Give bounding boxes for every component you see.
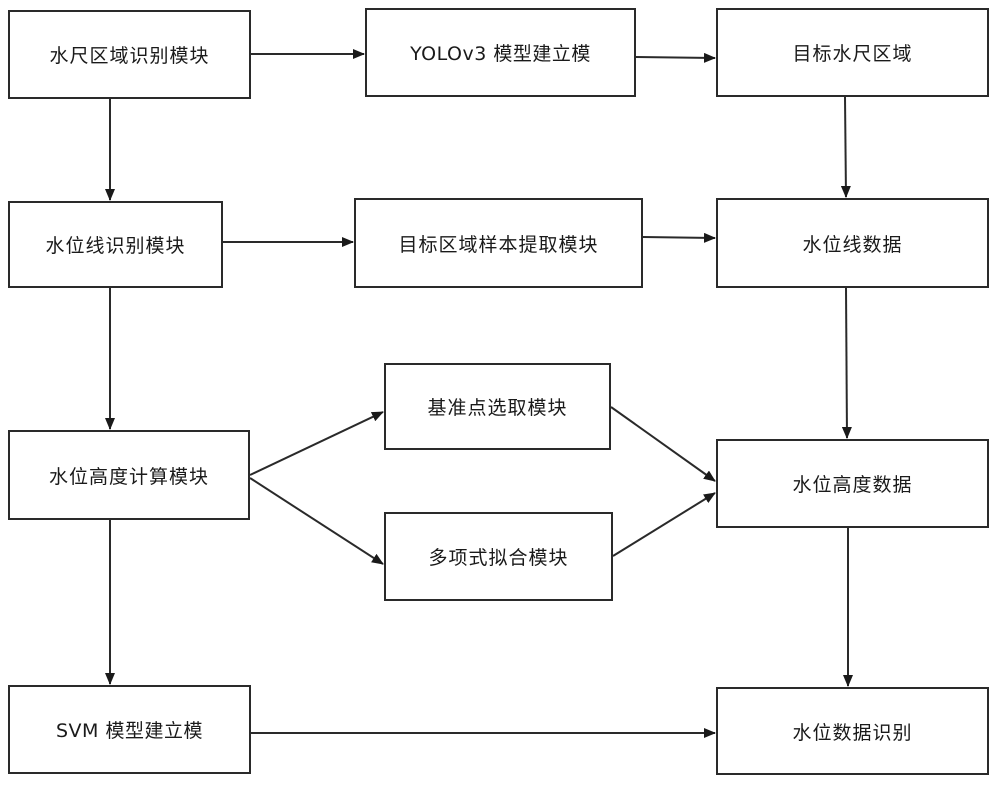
- node-reference-point-selection-module: 基准点选取模块: [384, 363, 611, 450]
- node-water-level-data-recognition: 水位数据识别: [716, 687, 989, 775]
- edge-n5-n6: [642, 232, 716, 243]
- edge-n8-n10: [610, 406, 716, 482]
- node-target-region-sample-extraction-module: 目标区域样本提取模块: [354, 198, 643, 288]
- node-polynomial-fitting-module: 多项式拟合模块: [384, 512, 613, 601]
- edge-n9-n10: [612, 492, 716, 557]
- node-label: SVM 模型建立模: [56, 720, 203, 742]
- node-label: 多项式拟合模块: [428, 547, 569, 569]
- node-label: 水位线数据: [802, 233, 903, 256]
- node-label: 水位数据识别: [792, 721, 913, 744]
- node-svm-model-building: SVM 模型建立模: [8, 685, 251, 774]
- node-label: 水位高度数据: [792, 474, 913, 496]
- node-label: 基准点选取模块: [427, 397, 568, 419]
- edge-n2-n3: [635, 52, 716, 63]
- edge-n7-n8: [249, 411, 384, 476]
- node-water-level-height-data: 水位高度数据: [716, 439, 989, 528]
- node-label: 水尺区域识别模块: [49, 45, 210, 67]
- edge-n7-n9: [249, 477, 384, 565]
- node-water-line-recognition-module: 水位线识别模块: [8, 201, 223, 288]
- edge-n6-n10: [841, 287, 852, 439]
- node-label: 水位线识别模块: [45, 235, 186, 257]
- node-label: 水位高度计算模块: [48, 465, 209, 488]
- node-label: 目标区域样本提取模块: [398, 233, 599, 256]
- node-label: YOLOv3 模型建立模: [410, 43, 591, 65]
- node-label: 目标水尺区域: [792, 43, 913, 65]
- node-target-water-gauge-region: 目标水尺区域: [716, 8, 989, 97]
- node-yolov3-model-building: YOLOv3 模型建立模: [365, 8, 636, 97]
- node-water-gauge-region-recognition-module: 水尺区域识别模块: [8, 10, 251, 99]
- edge-n3-n6: [840, 96, 851, 198]
- node-water-line-data: 水位线数据: [716, 198, 989, 288]
- node-water-level-height-calculation-module: 水位高度计算模块: [8, 430, 250, 520]
